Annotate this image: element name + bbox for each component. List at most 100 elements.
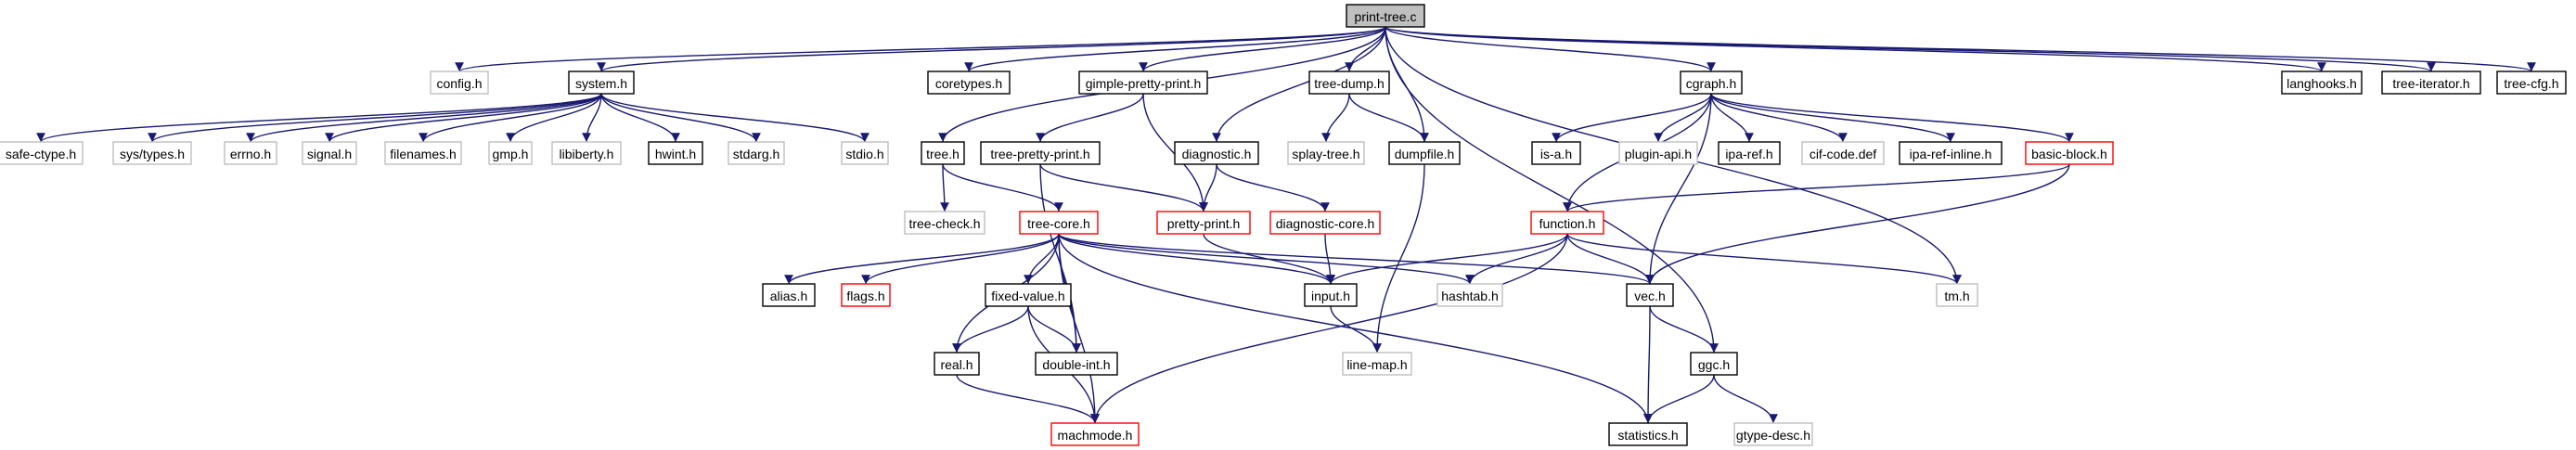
node-box — [648, 141, 703, 165]
node-hwint-h[interactable]: hwint.h — [648, 141, 703, 165]
node-tree-core-h[interactable]: tree-core.h — [1019, 211, 1099, 235]
node-gimple-pretty-print-h[interactable]: gimple-pretty-print.h — [1078, 71, 1208, 95]
node-box — [1388, 141, 1461, 165]
edge-tree-core-h-to-flags-h — [861, 233, 1060, 285]
node-config-h[interactable]: config.h — [430, 71, 489, 95]
node-label: tree-check.h — [908, 216, 980, 231]
node-fixed-value-h[interactable]: fixed-value.h — [985, 283, 1072, 307]
edge-fixed-value-h-to-real-h — [952, 305, 1029, 354]
node-cif-code-def[interactable]: cif-code.def — [1801, 141, 1885, 165]
node-box — [1899, 141, 2003, 165]
edge-print-tree-c-to-ggc-h — [1385, 26, 1719, 354]
node-label: system.h — [575, 76, 627, 91]
node-box — [1608, 422, 1688, 446]
node-tree-cfg-h[interactable]: tree-cfg.h — [2496, 71, 2567, 95]
node-diagnostic-core-h[interactable]: diagnostic-core.h — [1269, 211, 1381, 235]
node-box — [0, 141, 84, 165]
node-dumpfile-h[interactable]: dumpfile.h — [1388, 141, 1461, 165]
node-box — [1936, 283, 1978, 307]
node-errno-h[interactable]: errno.h — [224, 141, 277, 165]
node-signal-h[interactable]: signal.h — [302, 141, 357, 165]
node-ggc-h[interactable]: ggc.h — [1690, 352, 1738, 376]
node-label: config.h — [436, 76, 482, 91]
edge-ggc-h-to-statistics-h — [1643, 374, 1715, 424]
edge-cgraph-h-to-cif-code-def — [1710, 93, 1848, 143]
node-ipa-ref-h[interactable]: ipa-ref.h — [1718, 141, 1781, 165]
node-libiberty-h[interactable]: libiberty.h — [551, 141, 622, 165]
edge-cgraph-h-to-basic-block-h — [1710, 93, 2074, 143]
node-box — [1801, 141, 1885, 165]
node-stdarg-h[interactable]: stdarg.h — [728, 141, 785, 165]
edge-tree-core-h-to-hashtab-h — [1058, 233, 1475, 285]
edge-print-tree-c-to-gimple-pretty-print-h — [1139, 26, 1386, 72]
node-gtype-desc-h[interactable]: gtype-desc.h — [1733, 422, 1813, 446]
node-system-h[interactable]: system.h — [568, 71, 635, 95]
node-tree-pretty-print-h[interactable]: tree-pretty-print.h — [980, 141, 1101, 165]
edge-tree-dump-h-to-dumpfile-h — [1348, 93, 1429, 143]
node-real-h[interactable]: real.h — [934, 352, 980, 376]
node-box — [1287, 141, 1365, 165]
node-label: sys/types.h — [120, 147, 185, 161]
node-label: tree-core.h — [1027, 216, 1090, 231]
node-double-int-h[interactable]: double-int.h — [1035, 352, 1118, 376]
edge-diagnostic-h-to-pretty-print-h — [1199, 163, 1217, 212]
node-label: dumpfile.h — [1395, 147, 1455, 161]
edge-print-tree-c-to-diagnostic-h — [1212, 26, 1386, 143]
node-label: cif-code.def — [1810, 147, 1876, 161]
node-label: coretypes.h — [935, 76, 1002, 91]
node-label: function.h — [1539, 216, 1596, 231]
edge-print-tree-c-to-cgraph-h — [1385, 26, 1716, 72]
node-ipa-ref-inline-h[interactable]: ipa-ref-inline.h — [1899, 141, 2003, 165]
node-label: statistics.h — [1617, 428, 1678, 443]
node-label: flags.h — [846, 289, 884, 303]
node-box — [904, 211, 985, 235]
node-label: gmp.h — [493, 147, 529, 161]
node-splay-tree-h[interactable]: splay-tree.h — [1287, 141, 1365, 165]
node-stdio-h[interactable]: stdio.h — [841, 141, 889, 165]
node-box — [841, 141, 889, 165]
node-alias-h[interactable]: alias.h — [762, 283, 816, 307]
node-pretty-print-h[interactable]: pretty-print.h — [1156, 211, 1251, 235]
edge-system-h-to-stdio-h — [600, 93, 869, 143]
edge-tree-h-to-tree-check-h — [940, 163, 949, 212]
node-sys-types-h[interactable]: sys/types.h — [112, 141, 192, 165]
node-label: tm.h — [1944, 289, 1969, 303]
node-label: libiberty.h — [560, 147, 614, 161]
node-flags-h[interactable]: flags.h — [841, 283, 891, 307]
edge-basic-block-h-to-vec-h — [1645, 163, 2070, 285]
node-line-map-h[interactable]: line-map.h — [1342, 352, 1412, 376]
node-diagnostic-h[interactable]: diagnostic.h — [1174, 141, 1259, 165]
node-tree-dump-h[interactable]: tree-dump.h — [1308, 71, 1390, 95]
node-box — [568, 71, 635, 95]
node-box — [1718, 141, 1781, 165]
node-tree-iterator-h[interactable]: tree-iterator.h — [2381, 71, 2481, 95]
node-coretypes-h[interactable]: coretypes.h — [927, 71, 1011, 95]
node-vec-h[interactable]: vec.h — [1626, 283, 1674, 307]
edge-tree-pretty-print-h-to-pretty-print-h — [1039, 163, 1208, 212]
node-plugin-api-h[interactable]: plugin-api.h — [1618, 141, 1698, 165]
node-box — [224, 141, 277, 165]
node-print-tree-c[interactable]: print-tree.c — [1346, 4, 1425, 28]
node-statistics-h[interactable]: statistics.h — [1608, 422, 1688, 446]
edge-tree-core-h-to-vec-h — [1058, 233, 1655, 285]
node-input-h[interactable]: input.h — [1304, 283, 1358, 307]
node-machmode-h[interactable]: machmode.h — [1050, 422, 1140, 446]
node-langhooks-h[interactable]: langhooks.h — [2281, 71, 2363, 95]
edge-cgraph-h-to-vec-h — [1645, 93, 1712, 285]
node-function-h[interactable]: function.h — [1530, 211, 1604, 235]
node-tree-h[interactable]: tree.h — [921, 141, 965, 165]
node-box — [1269, 211, 1381, 235]
node-gmp-h[interactable]: gmp.h — [488, 141, 533, 165]
node-safe-ctype-h[interactable]: safe-ctype.h — [0, 141, 84, 165]
node-box — [934, 352, 980, 376]
node-tree-check-h[interactable]: tree-check.h — [904, 211, 985, 235]
node-hashtab-h[interactable]: hashtab.h — [1436, 283, 1503, 307]
node-tm-h[interactable]: tm.h — [1936, 283, 1978, 307]
edge-system-h-to-errno-h — [246, 93, 602, 143]
node-basic-block-h[interactable]: basic-block.h — [2025, 141, 2114, 165]
node-filenames-h[interactable]: filenames.h — [384, 141, 462, 165]
node-is-a-h[interactable]: is-a.h — [1531, 141, 1581, 165]
node-box — [384, 141, 462, 165]
node-box — [1680, 71, 1743, 95]
node-cgraph-h[interactable]: cgraph.h — [1680, 71, 1743, 95]
